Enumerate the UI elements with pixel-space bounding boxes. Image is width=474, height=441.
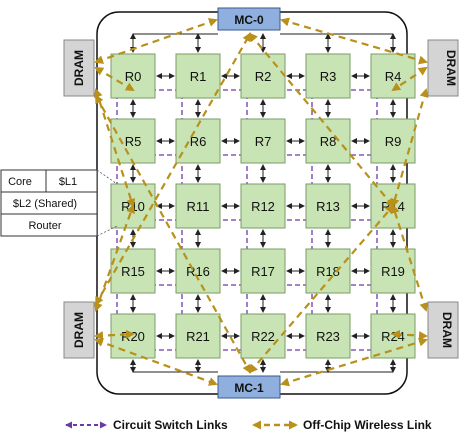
wireless-link-dram-br-r14b xyxy=(390,204,429,312)
legend: Circuit Switch Links Off-Chip Wireless L… xyxy=(65,418,432,432)
router-label: R4 xyxy=(385,69,402,84)
router-tile: R8 xyxy=(305,118,351,164)
router-label: R7 xyxy=(255,134,272,149)
router-label: R23 xyxy=(316,329,340,344)
tile-l2-label: $L2 (Shared) xyxy=(13,198,77,210)
legend-circuit-label: Circuit Switch Links xyxy=(113,418,228,432)
router-tile: R20 xyxy=(110,313,156,359)
router-label: R11 xyxy=(187,199,210,214)
mc-top-label: MC-0 xyxy=(234,13,264,27)
router-label: R17 xyxy=(251,264,275,279)
router-label: R2 xyxy=(255,69,272,84)
wireless-link-mc1-r14 xyxy=(248,204,395,374)
router-tile: R18 xyxy=(305,248,351,294)
router-tile: R16 xyxy=(175,248,221,294)
router-label: R3 xyxy=(320,69,337,84)
router-label: R21 xyxy=(186,329,210,344)
dram-label: DRAM xyxy=(444,50,458,86)
mc-bottom-label: MC-1 xyxy=(234,381,264,395)
tile-l1-label: $L1 xyxy=(59,176,77,188)
router-label: R15 xyxy=(121,264,145,279)
router-tile: R5 xyxy=(110,118,156,164)
router-tile: R9 xyxy=(370,118,416,164)
router-tile: R3 xyxy=(305,53,351,99)
off-chip-wireless-links xyxy=(93,17,429,387)
router-tile: R2 xyxy=(240,53,286,99)
wireless-link-dram-tr-r14 xyxy=(390,88,429,208)
legend-wireless-label: Off-Chip Wireless Link xyxy=(303,418,432,432)
router-tile: R0 xyxy=(110,53,156,99)
router-label: R22 xyxy=(251,329,275,344)
router-tile: R19 xyxy=(370,248,416,294)
router-label: R9 xyxy=(385,134,402,149)
router-label: R13 xyxy=(316,199,340,214)
router-label: R12 xyxy=(251,199,275,214)
router-tile: R22 xyxy=(240,313,286,359)
wireless-link-dram-br-r24 xyxy=(391,329,428,341)
wireless-link-dram-bl-r20 xyxy=(94,329,135,341)
router-label: R20 xyxy=(121,329,145,344)
wireless-link-dram-bl-mc1 xyxy=(94,338,218,386)
tile-core-label: Core xyxy=(8,176,32,188)
router-tile: R12 xyxy=(240,183,286,229)
dram-label: DRAM xyxy=(440,312,454,348)
wireless-link-dram-bl-mc0 xyxy=(95,32,251,306)
dram-bottom-right: DRAM xyxy=(427,301,459,359)
router-tile: R13 xyxy=(305,183,351,229)
router-tile: R23 xyxy=(305,313,351,359)
tile-breakdown-table: Core $L1 $L2 (Shared) Router xyxy=(0,169,118,237)
router-label: R24 xyxy=(381,329,405,344)
dram-top-right: DRAM xyxy=(427,39,459,97)
router-tile: R15 xyxy=(110,248,156,294)
router-label: R5 xyxy=(125,134,142,149)
dram-label: DRAM xyxy=(72,312,86,348)
memory-controller-top: MC-0 xyxy=(217,7,281,31)
dram-bottom-left: DRAM xyxy=(63,301,95,359)
router-label: R19 xyxy=(381,264,405,279)
router-tile: R11 xyxy=(175,183,221,229)
tile-router-label: Router xyxy=(28,220,61,232)
memory-controller-bottom: MC-1 xyxy=(217,375,281,399)
wireless-link-mc0-r14 xyxy=(248,32,395,208)
router-tile: R7 xyxy=(240,118,286,164)
router-tile: R4 xyxy=(370,53,416,99)
router-tile: R21 xyxy=(175,313,221,359)
dram-label: DRAM xyxy=(72,50,86,86)
dram-top-left: DRAM xyxy=(63,39,95,97)
router-tile: R17 xyxy=(240,248,286,294)
wireless-link-dram-tr-r4 xyxy=(391,66,428,92)
router-label: R0 xyxy=(125,69,142,84)
router-label: R1 xyxy=(190,69,207,84)
router-tile: R1 xyxy=(175,53,221,99)
